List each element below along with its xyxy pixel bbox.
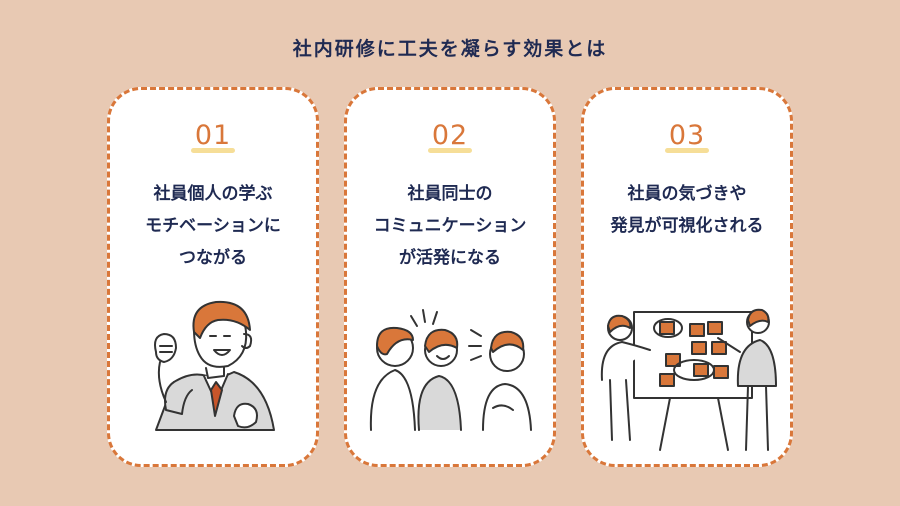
card-text-line: 社員の気づきや <box>627 184 747 204</box>
team-talking-icon <box>369 309 532 431</box>
card-text-line: が活発になる <box>399 248 501 268</box>
card-number: 02 <box>431 120 469 151</box>
card-text-line: モチベーションに <box>145 216 281 236</box>
card-text-line: 発見が可視化される <box>610 216 764 236</box>
number-highlight <box>665 148 709 153</box>
number-highlight <box>428 148 472 153</box>
page-title: 社内研修に工夫を凝らす効果とは <box>292 38 608 60</box>
card-text: 社員の気づきや 発見が可視化される <box>590 178 784 242</box>
card-number: 03 <box>668 120 706 151</box>
whiteboard-discussion-icon <box>600 308 777 451</box>
card-text-line: つながる <box>179 248 247 268</box>
motivated-man-icon <box>154 300 275 431</box>
card-text-line: 社員同士の <box>407 184 493 204</box>
card-01: 01 社員個人の学ぶ モチベーションに つながる <box>107 87 319 467</box>
card-03: 03 社員の気づきや 発見が可視化される <box>581 87 793 467</box>
card-number: 01 <box>194 120 232 151</box>
card-text-line: 社員個人の学ぶ <box>153 184 273 204</box>
card-text: 社員個人の学ぶ モチベーションに つながる <box>116 178 310 274</box>
card-text-line: コミュニケーション <box>373 216 527 236</box>
card-02: 02 社員同士の コミュニケーション が活発になる <box>344 87 556 467</box>
card-text: 社員同士の コミュニケーション が活発になる <box>353 178 547 274</box>
number-highlight <box>191 148 235 153</box>
